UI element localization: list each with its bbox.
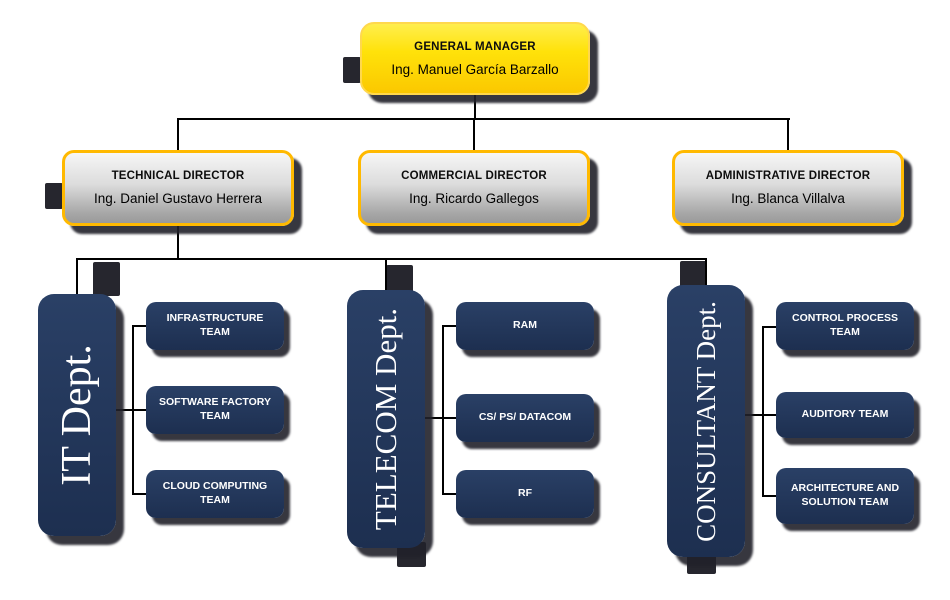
director-node-commercial: COMMERCIAL DIRECTOR Ing. Ricardo Gallego… — [358, 150, 590, 226]
team-node-control-process: CONTROL PROCESS TEAM — [776, 302, 914, 350]
director-node-technical: TECHNICAL DIRECTOR Ing. Daniel Gustavo H… — [62, 150, 294, 226]
team-label: SOFTWARE FACTORY TEAM — [158, 396, 271, 422]
connector-line — [116, 409, 132, 411]
connector-line — [76, 259, 78, 295]
connector-line — [787, 119, 789, 150]
team-label: INFRASTRUCTURE TEAM — [166, 312, 264, 338]
team-label: CONTROL PROCESS TEAM — [792, 312, 898, 338]
team-node-auditory: AUDITORY TEAM — [776, 392, 914, 438]
team-node-cloud-computing: CLOUD COMPUTING TEAM — [146, 470, 284, 518]
node-title: TECHNICAL DIRECTOR — [111, 170, 245, 182]
connector-line — [474, 94, 476, 119]
connector-line — [442, 493, 456, 495]
connector-line — [762, 495, 776, 497]
connector-line — [442, 417, 456, 419]
shadow-tab — [45, 183, 63, 209]
connector-line — [177, 118, 790, 120]
team-node-infrastructure: INFRASTRUCTURE TEAM — [146, 302, 284, 350]
team-node-cs-ps-datacom: CS/ PS/ DATACOM — [456, 394, 594, 442]
node-person: Ing. Manuel García Barzallo — [391, 61, 559, 77]
connector-line — [442, 325, 444, 495]
connector-line — [132, 325, 146, 327]
general-manager-node: GENERAL MANAGER Ing. Manuel García Barza… — [360, 22, 590, 95]
node-person: Ing. Ricardo Gallegos — [409, 191, 539, 206]
department-label: CONSULTANT Dept. — [690, 300, 721, 542]
connector-line — [132, 409, 146, 411]
department-label: IT Dept. — [54, 344, 100, 486]
node-person: Ing. Daniel Gustavo Herrera — [93, 191, 263, 206]
director-node-administrative: ADMINISTRATIVE DIRECTOR Ing. Blanca Vill… — [672, 150, 904, 226]
connector-line — [177, 225, 179, 259]
team-node-software-factory: SOFTWARE FACTORY TEAM — [146, 386, 284, 434]
team-node-ram: RAM — [456, 302, 594, 350]
node-title: COMMERCIAL DIRECTOR — [401, 170, 547, 182]
department-node-telecom: TELECOM Dept. — [347, 290, 425, 548]
department-node-consultant: CONSULTANT Dept. — [667, 285, 745, 557]
connector-line — [745, 414, 762, 416]
node-title: ADMINISTRATIVE DIRECTOR — [705, 170, 871, 182]
team-label: ARCHITECTURE AND SOLUTION TEAM — [790, 482, 900, 508]
connector-line — [177, 119, 179, 150]
connector-line — [425, 417, 442, 419]
team-label: CLOUD COMPUTING TEAM — [162, 480, 268, 506]
department-node-it: IT Dept. — [38, 294, 116, 536]
team-label: RAM — [513, 319, 537, 332]
team-node-architecture-solution: ARCHITECTURE AND SOLUTION TEAM — [776, 468, 914, 524]
connector-line — [442, 325, 456, 327]
shadow-tab — [343, 57, 361, 83]
team-node-rf: RF — [456, 470, 594, 518]
connector-line — [762, 326, 764, 497]
connector-line — [132, 493, 146, 495]
node-title: GENERAL MANAGER — [414, 40, 536, 53]
shadow-tab — [93, 262, 120, 296]
team-label: CS/ PS/ DATACOM — [478, 411, 572, 424]
shadow-tab — [680, 261, 707, 288]
connector-line — [762, 326, 776, 328]
connector-line — [473, 119, 475, 150]
connector-line — [705, 259, 707, 286]
shadow-tab — [386, 265, 413, 293]
team-label: AUDITORY TEAM — [801, 408, 889, 421]
connector-line — [76, 258, 707, 260]
department-label: TELECOM Dept. — [368, 307, 404, 531]
connector-line — [762, 414, 776, 416]
connector-line — [385, 259, 387, 291]
team-label: RF — [518, 487, 532, 500]
node-person: Ing. Blanca Villalva — [731, 191, 845, 206]
